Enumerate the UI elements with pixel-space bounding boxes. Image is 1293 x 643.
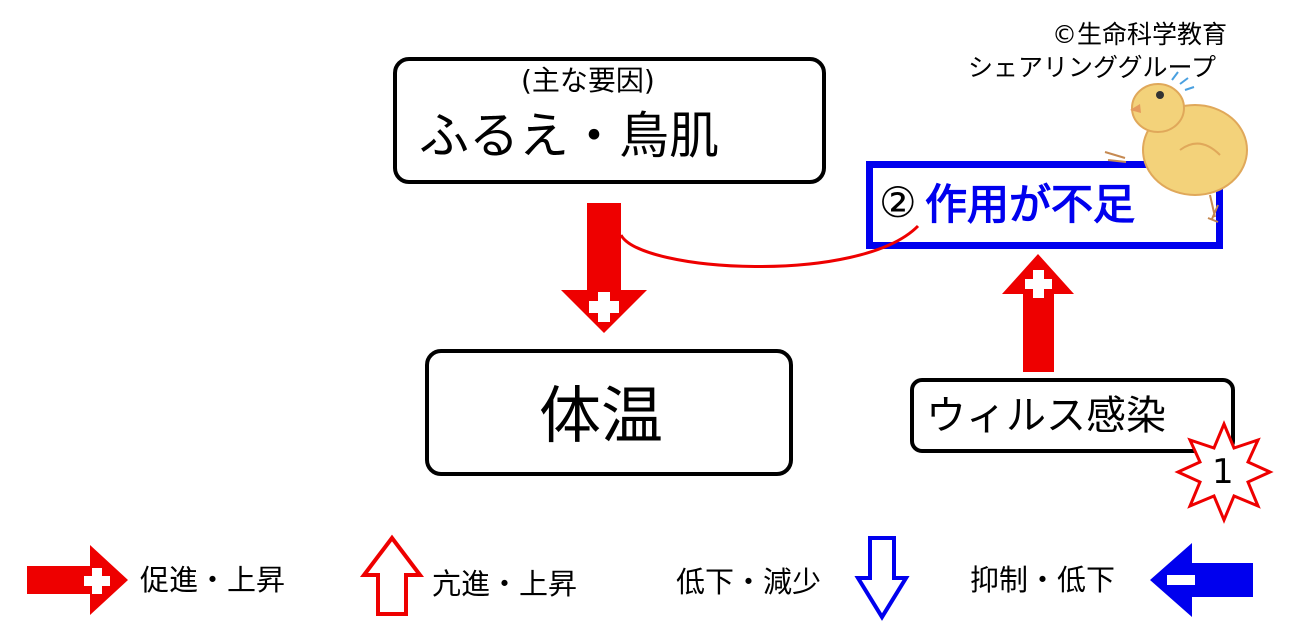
plus-icon bbox=[1025, 270, 1052, 298]
burst-star-icon bbox=[1174, 420, 1274, 524]
result-box: 体温 bbox=[425, 349, 793, 476]
legend-decrease-arrow bbox=[854, 536, 910, 621]
virus-title: ウィルス感染 bbox=[926, 393, 1166, 439]
promote-up-arrow bbox=[1002, 254, 1074, 372]
legend-promote-arrow bbox=[27, 545, 128, 615]
burst-number: 1 bbox=[1212, 452, 1234, 492]
legend-label-inhibit: 抑制・低下 bbox=[970, 563, 1116, 597]
legend-label-decrease: 低下・減少 bbox=[676, 565, 822, 599]
chick-illustration bbox=[1104, 71, 1248, 223]
legend-enhance-arrow bbox=[359, 534, 425, 616]
connector-curve bbox=[619, 224, 920, 268]
effect-title: 作用が不足 bbox=[925, 180, 1136, 229]
virus-box: ウィルス感染 bbox=[910, 378, 1235, 453]
copyright-line1: ©生命科学教育 bbox=[1052, 20, 1228, 49]
effect-number: ② bbox=[879, 178, 917, 227]
effect-box: ② 作用が不足 bbox=[866, 161, 1223, 249]
legend-label-enhance: 亢進・上昇 bbox=[432, 567, 578, 601]
result-title: 体温 bbox=[539, 379, 664, 452]
cause-subtitle: (主な要因) bbox=[521, 64, 655, 97]
cause-title: ふるえ・鳥肌 bbox=[419, 107, 719, 165]
plus-icon bbox=[589, 292, 619, 322]
legend-label-promote: 促進・上昇 bbox=[140, 563, 286, 597]
plus-icon bbox=[84, 568, 110, 594]
promote-down-arrow bbox=[561, 203, 647, 333]
minus-icon bbox=[1167, 575, 1195, 585]
cause-box: (主な要因) ふるえ・鳥肌 bbox=[393, 57, 826, 184]
legend-inhibit-arrow bbox=[1150, 543, 1253, 617]
